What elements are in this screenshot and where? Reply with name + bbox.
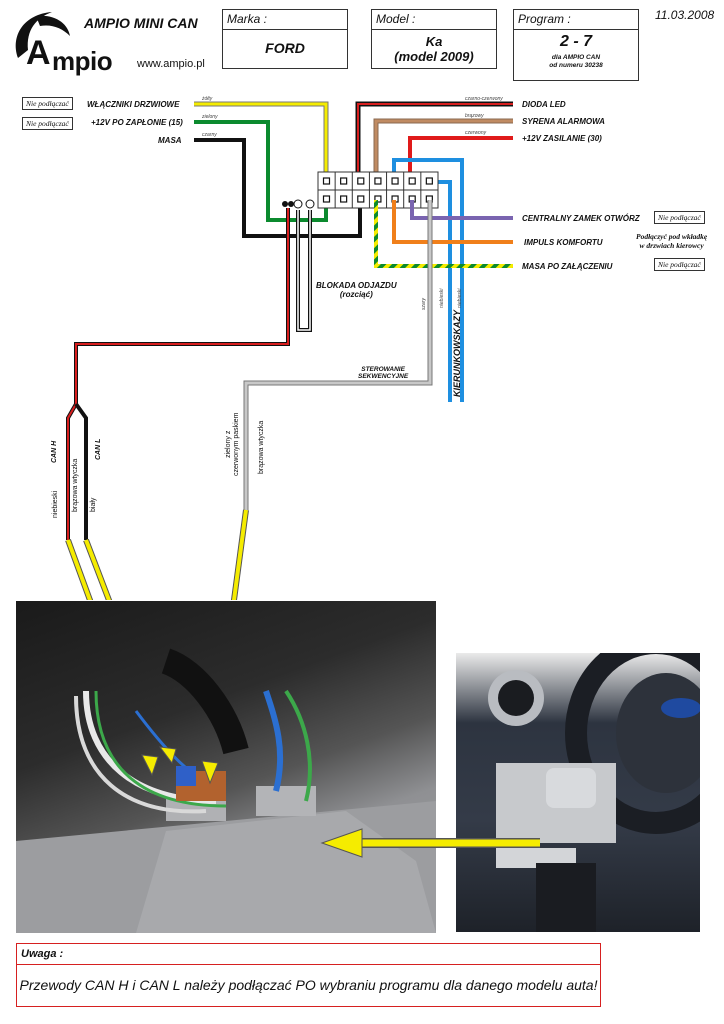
not-connect-badge-door: Nie podłączać	[22, 97, 73, 110]
connector-pin	[374, 177, 382, 185]
connector-pin	[391, 177, 399, 185]
wire-black-red	[355, 101, 513, 178]
logo-word: mpio	[52, 46, 113, 76]
leader-arrowheads	[141, 746, 219, 785]
sequential-line2: SEKWENCYJNE	[358, 373, 409, 380]
wire-red	[408, 136, 513, 178]
connector-pin	[340, 195, 348, 203]
program-box: Program : 2 - 7 dla AMPIO CAN od numeru …	[513, 9, 639, 81]
comfort-note-line1: Podłączyć pod wkładkę	[636, 232, 708, 241]
wire-color-red: czerwony	[465, 130, 487, 136]
label-siren: SYRENA ALARMOWA	[522, 117, 605, 126]
wire-black	[194, 138, 362, 238]
wire-color-blue-2: niebieski	[457, 288, 463, 308]
marka-label: Marka :	[223, 10, 347, 30]
location-arrow	[320, 828, 540, 858]
label-ignition: +12V PO ZAPŁONIE (15)	[91, 118, 183, 127]
not-connect-badge-lock: Nie podłączać	[654, 211, 705, 224]
program-value: 2 - 7	[559, 33, 592, 50]
car-interior-photo	[456, 653, 700, 932]
wire-purple	[410, 200, 513, 220]
marka-box: Marka : FORD	[222, 9, 348, 69]
marka-value: FORD	[265, 40, 305, 56]
brand-title: AMPIO MINI CAN	[84, 15, 198, 31]
program-note-2: od numeru 30238	[549, 62, 603, 69]
model-box: Model : Ka (model 2009)	[371, 9, 497, 69]
logo-swoosh-icon	[15, 12, 70, 58]
label-power-12v: +12V ZASILANIE (30)	[522, 134, 602, 143]
connector-pin	[357, 195, 365, 203]
wire-color-yellow: żółty	[202, 96, 213, 102]
model-label: Model :	[372, 10, 496, 30]
program-label: Program :	[514, 10, 638, 30]
sequential-label: STEROWANIE SEKWENCYJNE	[358, 366, 408, 380]
program-note-1: dla AMPIO CAN	[551, 54, 601, 61]
can-h-label: CAN H	[51, 440, 58, 463]
immobilizer-label: BLOKADA ODJAZDU (rozciąć)	[316, 281, 397, 299]
connector-photo	[16, 601, 436, 933]
can-h-color: niebieski	[52, 490, 59, 518]
connector-pin	[357, 177, 365, 185]
model-year: (model 2009)	[394, 49, 474, 64]
connector-block	[317, 171, 439, 209]
logo-letter: A	[26, 34, 51, 72]
sequential-color-line2: czerwonym paskiem	[233, 412, 240, 476]
connector-pin	[340, 177, 348, 185]
wire-blue-1	[392, 158, 464, 402]
wire-color-brown: brązowy	[465, 113, 484, 119]
can-l-label: CAN L	[95, 438, 102, 460]
website-link[interactable]: www.ampio.pl	[137, 58, 205, 70]
label-ground: MASA	[158, 136, 182, 145]
yellow-arrows	[65, 509, 249, 600]
can-plug-label: brązowa wtyczka	[72, 458, 79, 512]
car-interior-illustration	[488, 653, 700, 932]
label-comfort-impulse: IMPULS KOMFORTU	[524, 238, 603, 247]
label-door-switches: WŁĄCZNIKI DRZWIOWE	[87, 100, 180, 109]
sequential-color-line1: zielony z	[225, 430, 232, 458]
wire-color-blue-1: niebieski	[439, 288, 445, 308]
sequential-wire-color: zielony z czerwonym paskiem	[225, 413, 241, 476]
label-central-lock: CENTRALNY ZAMEK OTWÓRZ	[522, 214, 640, 223]
wire-color-black-red: czarno-czerwony	[465, 96, 503, 102]
comfort-note: Podłączyć pod wkładkę w drzwiach kierowc…	[636, 232, 707, 250]
label-led: DIODA LED	[522, 100, 566, 109]
wire-color-green: zielony	[202, 114, 218, 120]
warning-text: Przewody CAN H i CAN L należy podłączać …	[19, 977, 598, 993]
warning-title: Uwaga :	[17, 944, 600, 965]
connector-pin	[322, 195, 331, 203]
immobilizer-cut-note: (rozciąć)	[339, 290, 373, 299]
immobilizer-title: BLOKADA ODJAZDU	[316, 281, 397, 290]
wire-yellow-green	[374, 200, 513, 268]
turn-signals-label: KIERUNKOWSKAZY	[452, 310, 462, 397]
not-connect-badge-ignition: Nie podłączać	[22, 117, 73, 130]
wire-blokada-loop	[282, 199, 315, 332]
comfort-note-line2: w drzwiach kierowcy	[639, 241, 704, 250]
label-ground-switched: MASA PO ZAŁĄCZENIU	[522, 262, 613, 271]
wire-grey	[243, 200, 433, 510]
document-date: 11.03.2008	[655, 8, 715, 22]
wire-yellow	[194, 101, 329, 178]
wire-can	[66, 208, 290, 540]
sequential-plug-label: brązowa wtyczka	[258, 420, 265, 474]
wire-green	[194, 120, 328, 222]
wire-color-grey: szary	[421, 298, 427, 310]
model-value: Ka	[425, 34, 443, 49]
wiring-diagram	[65, 101, 513, 600]
connector-pin	[408, 177, 416, 185]
sequential-line1: STEROWANIE	[361, 366, 405, 373]
wire-color-black: czarny	[202, 132, 217, 138]
not-connect-badge-ground: Nie podłączać	[654, 258, 705, 271]
wire-brown	[373, 118, 513, 178]
connector-pin	[322, 177, 331, 185]
connector-pin	[425, 177, 433, 185]
warning-box: Uwaga : Przewody CAN H i CAN L należy po…	[16, 943, 601, 1007]
can-l-color: biały	[90, 497, 97, 512]
wire-orange	[392, 200, 513, 244]
